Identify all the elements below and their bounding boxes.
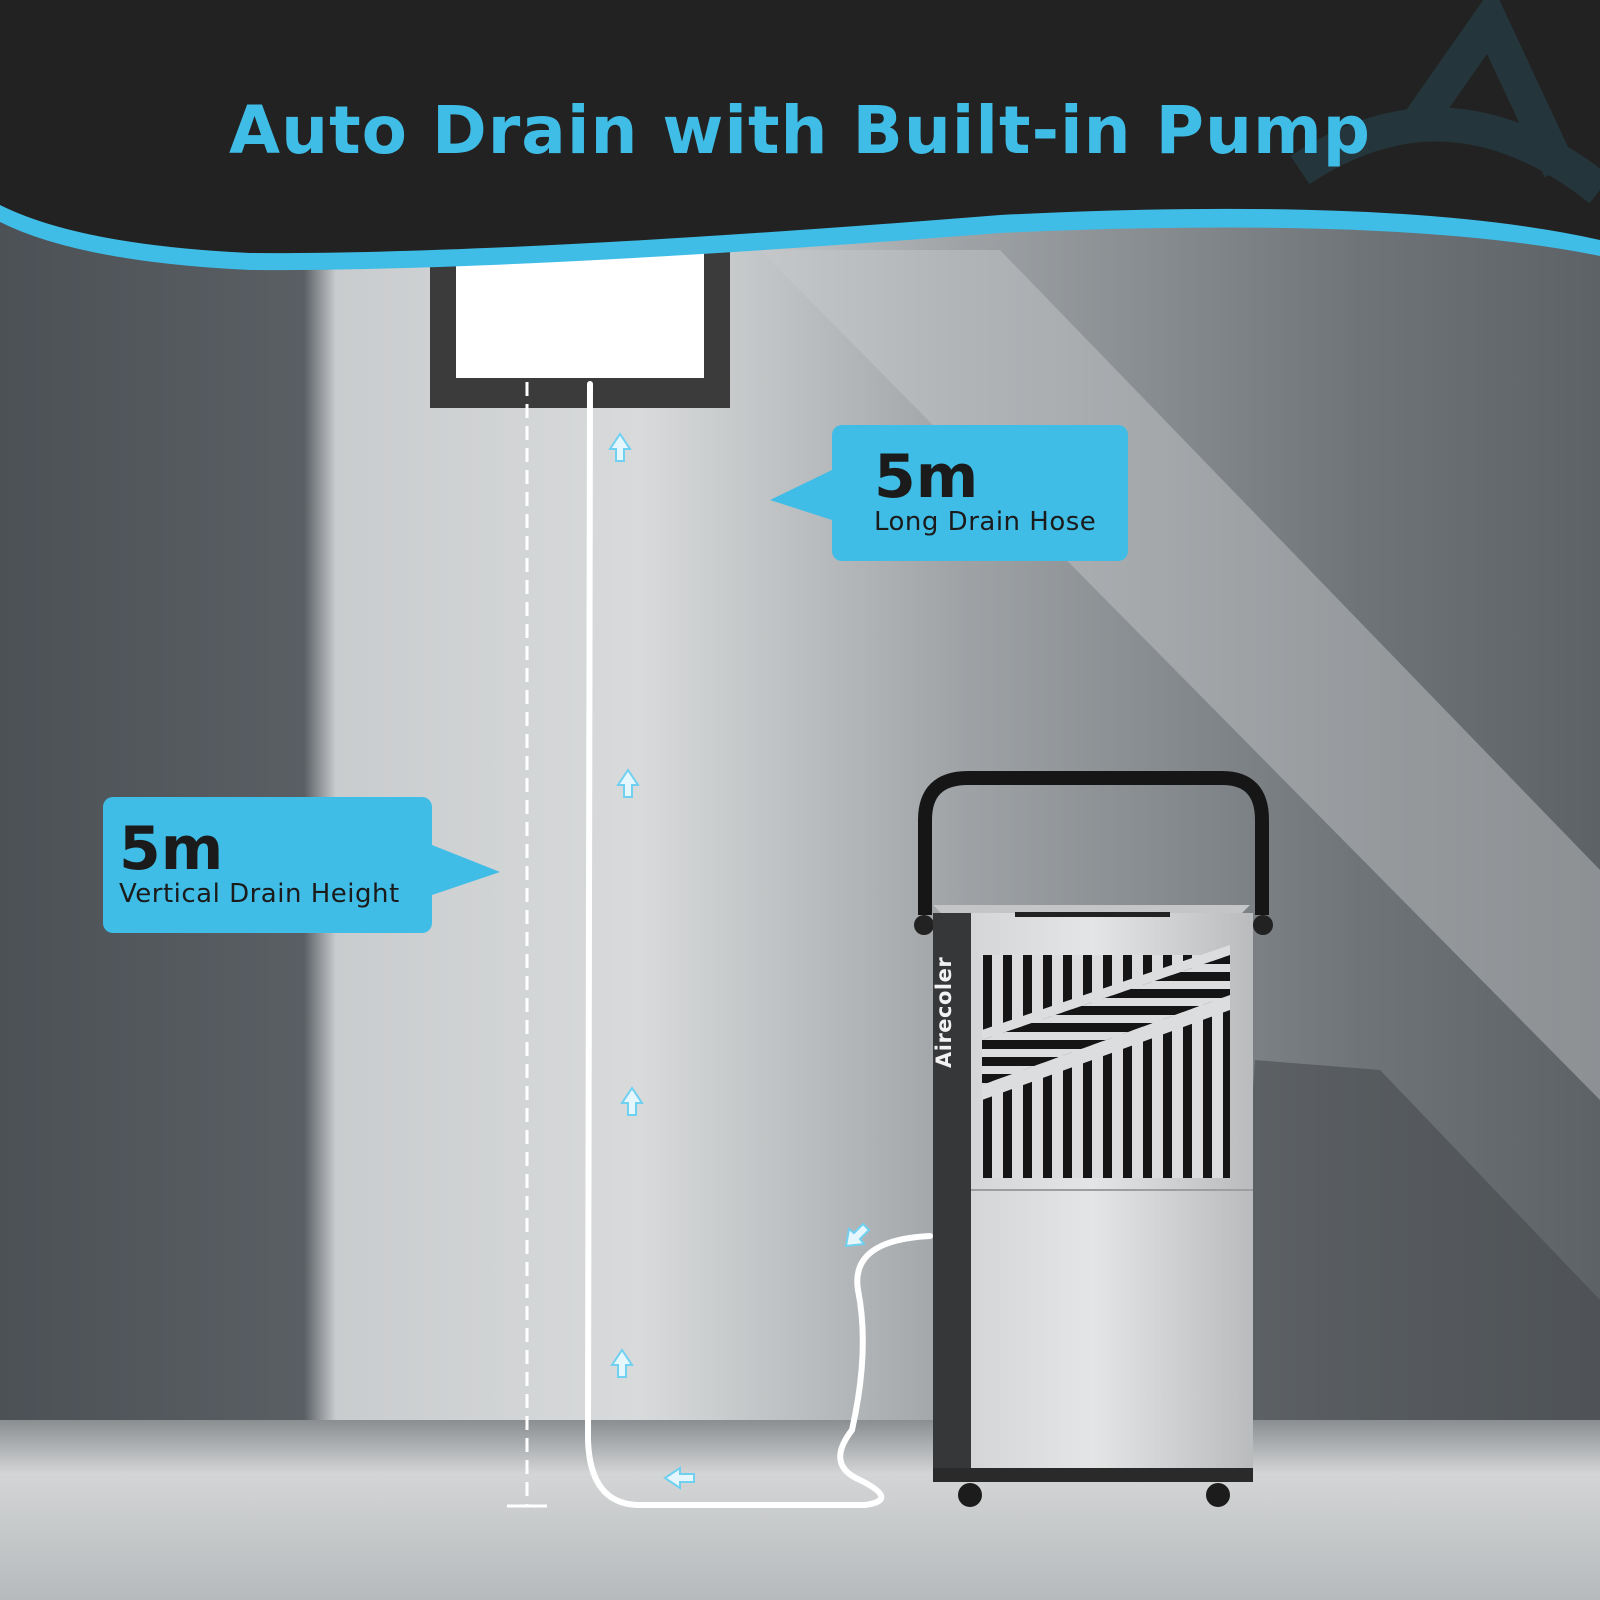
dehumidifier-product bbox=[914, 771, 1273, 1507]
drain-hose bbox=[584, 381, 933, 1508]
header-wave bbox=[0, 205, 1600, 271]
product-brand-logo: Airecoler bbox=[932, 956, 956, 1068]
callout-drain-height: 5m Vertical Drain Height bbox=[103, 797, 432, 933]
page-title: Auto Drain with Built-in Pump bbox=[229, 92, 1371, 169]
brand-logo-watermark bbox=[1290, 0, 1600, 204]
window bbox=[430, 240, 730, 408]
drain-height-value: 5m bbox=[119, 814, 224, 884]
hose-length-value: 5m bbox=[874, 442, 979, 512]
hose-length-label: Long Drain Hose bbox=[874, 507, 1097, 537]
height-measure-line bbox=[507, 382, 547, 1508]
flow-arrow-icons bbox=[608, 432, 871, 1490]
callout-drain-hose: 5m Long Drain Hose bbox=[832, 425, 1128, 561]
header-banner bbox=[0, 0, 1600, 265]
drain-height-label: Vertical Drain Height bbox=[119, 879, 400, 909]
